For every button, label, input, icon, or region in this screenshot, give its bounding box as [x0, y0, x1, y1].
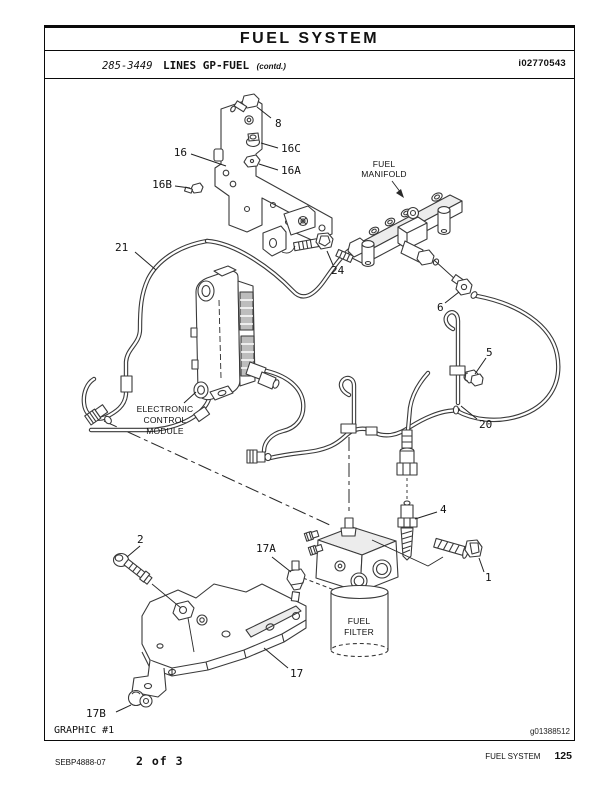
document-header: 285-3449 LINES GP-FUEL (contd.) i0277054…: [45, 51, 574, 79]
section-header: FUEL SYSTEM: [45, 28, 574, 51]
page-number: 125: [554, 750, 572, 762]
manual-id: SEBP4888-07: [55, 758, 106, 767]
document-title: LINES GP-FUEL: [163, 58, 250, 72]
footer-right: FUEL SYSTEM 125: [485, 750, 572, 762]
contd-note: (contd.): [256, 61, 286, 71]
page-position: 2 of 3: [136, 754, 184, 768]
media-number: i02770543: [518, 58, 566, 69]
footer-section: FUEL SYSTEM: [485, 752, 541, 761]
document-ref: 285-3449 LINES GP-FUEL (contd.): [102, 56, 286, 74]
graphic-label: GRAPHIC #1: [54, 725, 115, 736]
content-frame: FUEL SYSTEM 285-3449 LINES GP-FUEL (cont…: [44, 25, 575, 741]
part-number: 285-3449: [102, 59, 153, 72]
section-title: FUEL SYSTEM: [239, 30, 380, 47]
graphic-id: g01388512: [529, 727, 570, 736]
page-footer: SEBP4888-07 2 of 3 FUEL SYSTEM 125: [0, 750, 612, 774]
